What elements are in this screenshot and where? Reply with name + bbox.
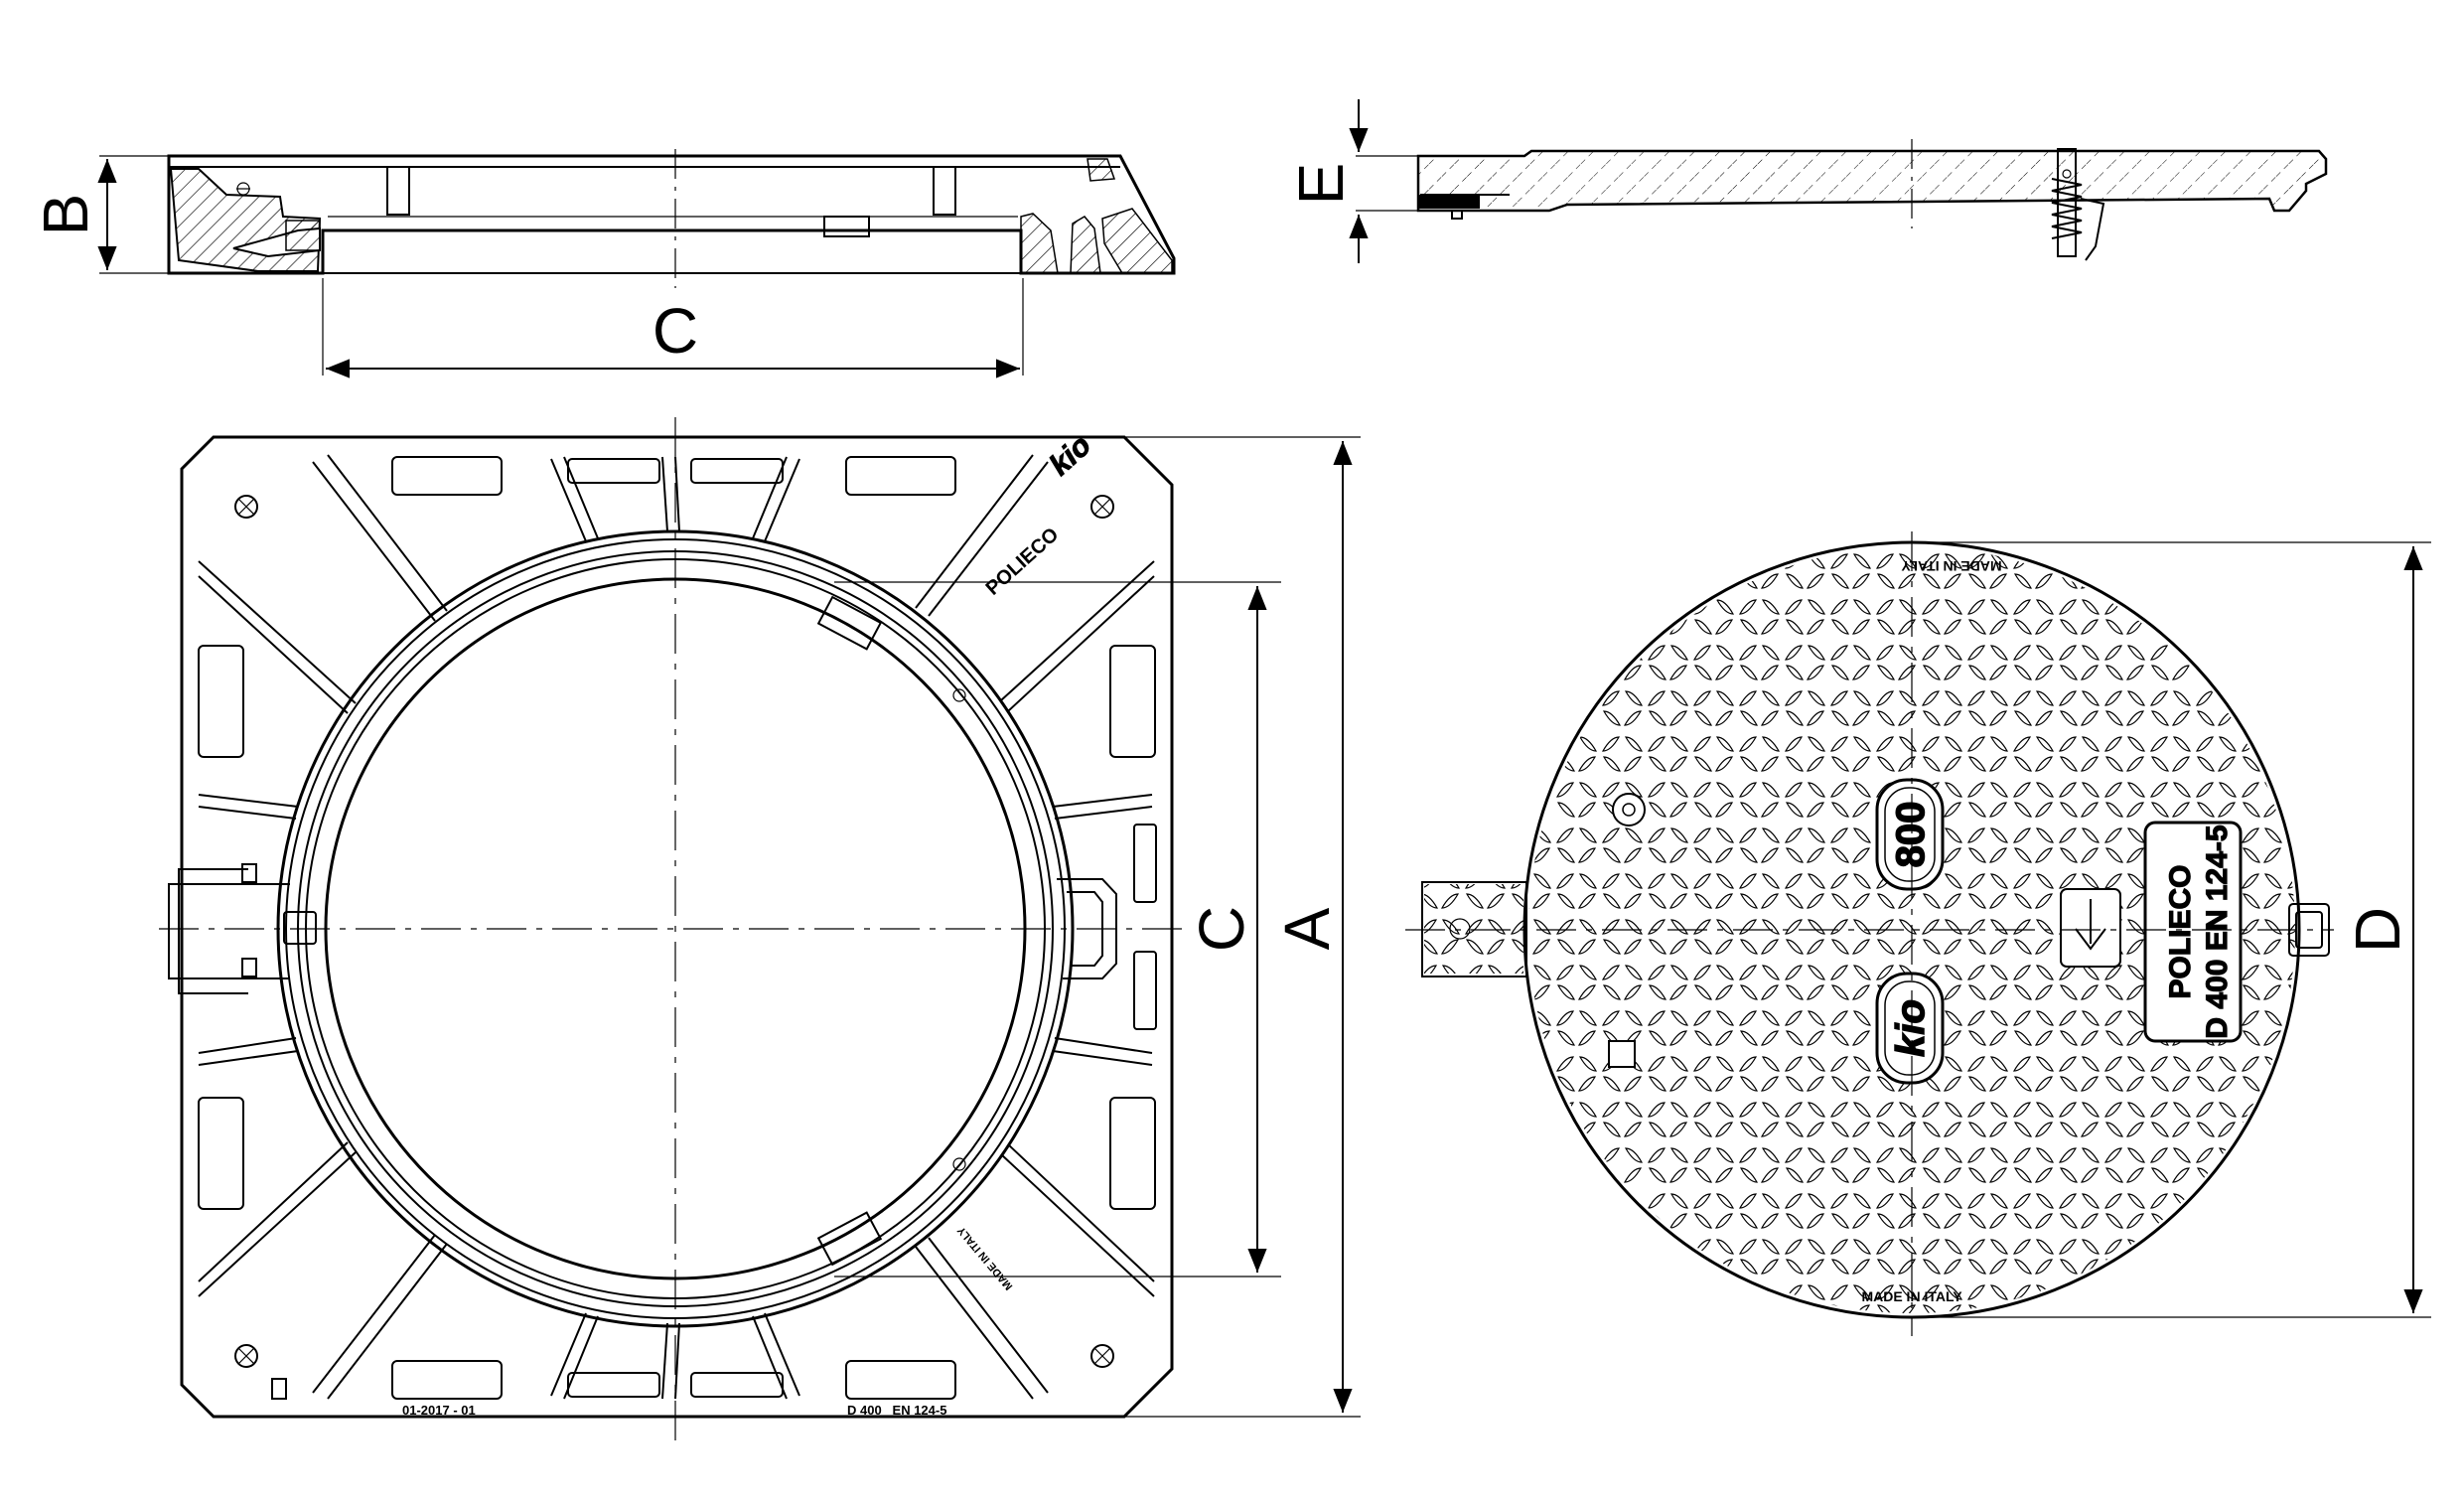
frame-section-view: B C [30, 149, 1176, 378]
cover-kio-badge-icon: kio [1875, 972, 1945, 1085]
dim-c-plan-label: C [1186, 906, 1257, 952]
cover-made-in-bottom: MADE IN ITALY [1861, 1288, 1962, 1304]
dim-a-label: A [1271, 907, 1343, 950]
dim-b-label: B [30, 194, 101, 236]
svg-text:kio: kio [1889, 999, 1933, 1057]
corner-bolts [234, 495, 1114, 1368]
frame-hinge [168, 863, 317, 994]
dim-e-label: E [1285, 163, 1357, 206]
cover-norm-plate: POLIECO D 400 EN 124-5 [2143, 821, 2243, 1043]
cover-stamp-icon [1608, 1040, 1636, 1068]
cover-date-wheel-icon [1612, 793, 1646, 827]
cover-size-badge: 800 [1875, 778, 1945, 891]
latch-spring [2051, 148, 2105, 261]
dim-d-label: D [2342, 907, 2413, 953]
cover-made-in-top: MADE IN ITALY [1901, 558, 2002, 574]
frame-class-norm: D 400 EN 124-5 [847, 1403, 946, 1418]
frame-date-code: 01-2017 - 01 [402, 1403, 476, 1418]
frame-plan-view: POLIECO MADE IN ITALY 01-2017 - 01 D 400… [159, 417, 1361, 1440]
cover-section-view: E [1285, 99, 2328, 263]
cover-arrow-icon [2060, 888, 2121, 968]
frame-ribs [198, 454, 1155, 1400]
dim-c-top-label: C [652, 295, 698, 367]
cover-size-mark: 800 [1889, 802, 1933, 868]
cover-plan-view: 800 kio POLIECO D 400 EN 124-5 MADE IN I… [1405, 531, 2431, 1336]
frame-brand-mark: POLIECO [982, 524, 1064, 600]
cover-brand-mark: POLIECO [2164, 864, 2197, 998]
frame-made-in-mark: MADE IN ITALY [955, 1224, 1016, 1292]
frame-small-stamp-icon [271, 1378, 287, 1400]
frame-pockets [198, 456, 1157, 1400]
cover-class-norm-mark: D 400 EN 124-5 [2201, 825, 2234, 1038]
